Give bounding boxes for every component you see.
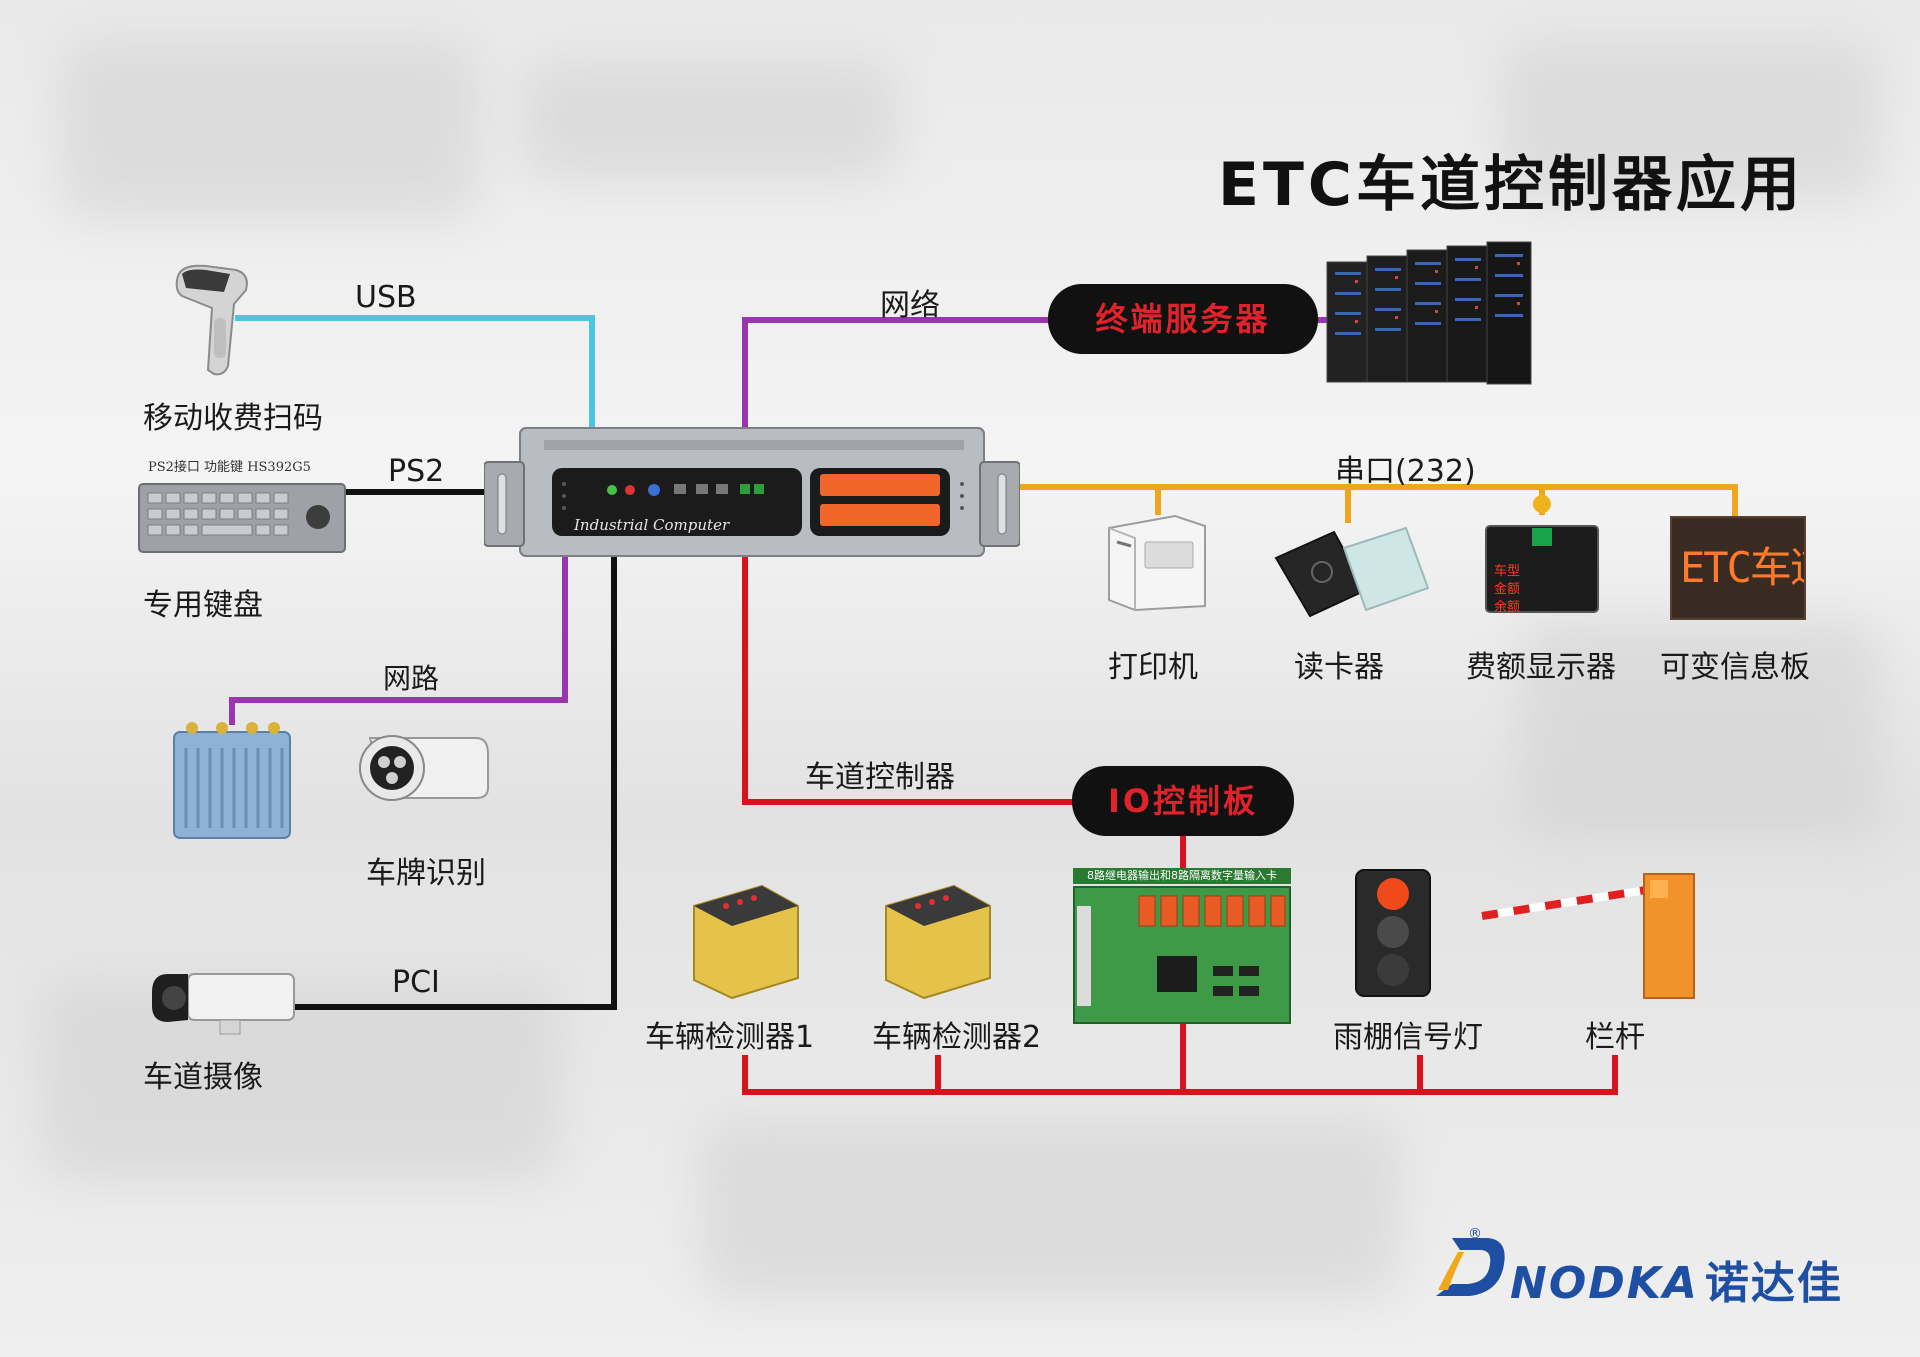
- usb-label: USB: [355, 280, 417, 315]
- page-title: ETC车道控制器应用: [1218, 150, 1804, 220]
- keyboard-icon: [138, 483, 346, 553]
- network-top-label: 网络: [880, 288, 940, 323]
- fee-display-line-3: 余额: [1494, 600, 1521, 615]
- server-rack-icon: [1326, 241, 1532, 385]
- brand-registered-mark: ®: [1468, 1226, 1482, 1242]
- lane-camera-icon: [152, 973, 295, 1035]
- network-top-line: [742, 317, 1053, 428]
- serial-label: 串口(232): [1335, 454, 1476, 489]
- keyboard-label: 专用键盘: [143, 588, 263, 623]
- variable-board-text: ETC车道: [1680, 543, 1804, 592]
- brand-logo-icon: [1436, 1238, 1505, 1296]
- background-blur: [40, 980, 560, 1180]
- fee-display-line-2: 金额: [1494, 582, 1521, 597]
- variable-board-label: 可变信息板: [1660, 650, 1810, 685]
- barrier-gate-icon: [1481, 873, 1695, 999]
- fee-display-line-1: 车型: [1494, 564, 1521, 579]
- pci-line: [289, 552, 617, 1010]
- vehicle-detector-2-label: 车辆检测器2: [872, 1020, 1042, 1055]
- background-blur: [1500, 40, 1880, 200]
- keyboard-caption: PS2接口 功能键 HS392G5: [148, 460, 311, 475]
- lane-controller-line: [742, 552, 1075, 805]
- card-reader-label: 读卡器: [1294, 650, 1384, 685]
- fee-display-icon: [1485, 495, 1599, 613]
- pci-label: PCI: [392, 965, 440, 1000]
- card-reader-icon: [1274, 526, 1430, 618]
- terminal-server-tag: 终端服务器: [1048, 284, 1318, 354]
- chassis-text: Industrial Computer: [574, 516, 730, 534]
- vehicle-detector-1-label: 车辆检测器1: [645, 1020, 815, 1055]
- io-board-header: 8路继电器输出和8路隔离数字量输入卡: [1073, 868, 1291, 884]
- brand-name-cn: 诺达佳: [1704, 1258, 1843, 1309]
- lane-controller-label: 车道控制器: [805, 760, 955, 795]
- background-blur: [1520, 620, 1880, 840]
- background-blur: [60, 40, 480, 220]
- plate-recognition-label: 车牌识别: [366, 856, 486, 891]
- fee-display-label: 费额显示器: [1466, 650, 1616, 685]
- network-left-label: 网路: [383, 662, 440, 695]
- traffic-light-icon: [1355, 869, 1431, 997]
- usb-line: [235, 315, 595, 428]
- barcode-scanner-icon: [175, 264, 248, 376]
- background-blur: [520, 60, 900, 180]
- printer-icon: [1108, 514, 1206, 612]
- background-blur: [700, 1120, 1400, 1300]
- variable-board-icon: ETC车道: [1670, 516, 1806, 620]
- plate-recognition-controller-icon: [173, 722, 291, 839]
- printer-label: 打印机: [1108, 650, 1198, 685]
- vehicle-detector-2-icon: [885, 884, 991, 1000]
- canopy-light-label: 雨棚信号灯: [1333, 1020, 1483, 1055]
- io-board-tag: IO控制板: [1072, 766, 1294, 836]
- scanner-label: 移动收费扫码: [143, 401, 323, 436]
- io-board-icon: [1073, 886, 1291, 1024]
- plate-camera-icon: [359, 735, 489, 801]
- lane-camera-label: 车道摄像: [143, 1060, 263, 1095]
- barrier-label: 栏杆: [1585, 1020, 1645, 1055]
- vehicle-detector-1-icon: [693, 884, 799, 1000]
- brand-name-latin: NODKA: [1510, 1258, 1699, 1309]
- network-left-line: [229, 552, 568, 725]
- industrial-computer-icon: [484, 427, 1020, 557]
- ps2-label: PS2: [388, 454, 445, 489]
